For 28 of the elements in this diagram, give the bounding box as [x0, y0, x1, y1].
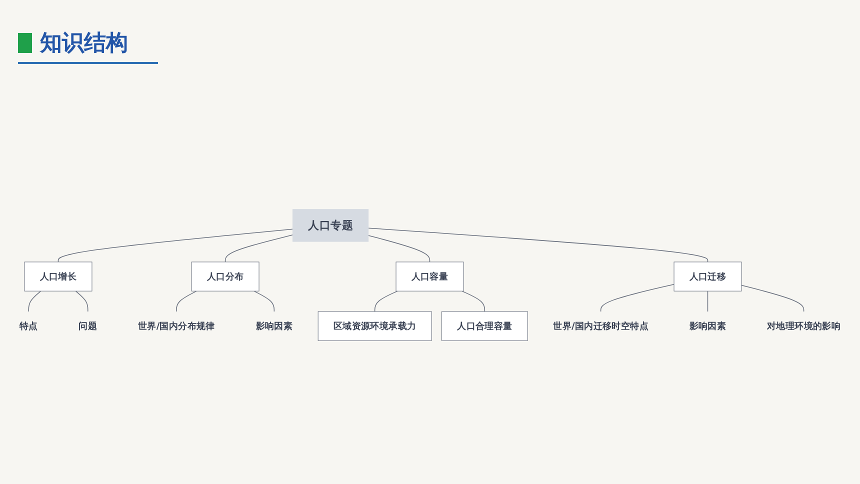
- connector: [254, 290, 275, 312]
- node-box: 人口迁移: [674, 262, 742, 292]
- connector: [58, 228, 294, 262]
- connector: [374, 290, 398, 312]
- node-box: 区域资源环境承载力: [318, 311, 432, 341]
- node-box: 人口容量: [396, 262, 464, 292]
- connector: [462, 290, 486, 312]
- node-box: 人口专题: [292, 209, 369, 242]
- connector: [368, 235, 430, 262]
- node-box: 人口分布: [191, 262, 260, 292]
- connector: [28, 290, 42, 312]
- connector: [707, 290, 708, 312]
- node-box: 人口增长: [24, 262, 92, 292]
- node-text: 影响因素: [689, 320, 726, 332]
- connector: [600, 284, 674, 312]
- node-text: 世界/国内分布规律: [138, 320, 215, 332]
- node-box: 人口合理容量: [442, 311, 528, 341]
- connector: [75, 290, 88, 312]
- connector: [741, 284, 804, 312]
- connector: [368, 228, 708, 262]
- title: 知识结构: [40, 30, 128, 58]
- node-text: 特点: [19, 320, 38, 332]
- node-text: 世界/国内迁移时空特点: [553, 320, 648, 332]
- connector: [176, 290, 197, 312]
- node-text: 问题: [78, 320, 98, 332]
- node-text: 对地理环境的影响: [767, 320, 841, 332]
- node-text: 影响因素: [256, 320, 293, 332]
- connector: [224, 234, 294, 262]
